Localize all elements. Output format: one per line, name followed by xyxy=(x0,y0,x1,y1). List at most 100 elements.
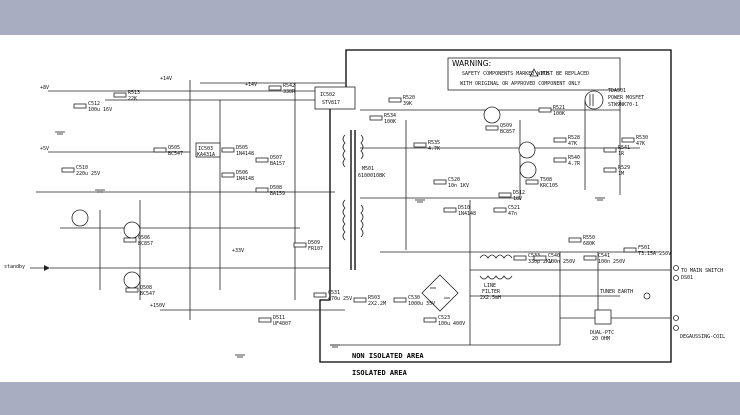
part-value: BC547 xyxy=(140,291,155,297)
standby-input: standby xyxy=(4,264,50,271)
part-ref: R513 xyxy=(128,90,140,96)
ground-symbols xyxy=(55,131,605,358)
part-ref: C520 xyxy=(448,177,460,183)
part-ref: D509 xyxy=(308,240,320,246)
part-ref: C523 xyxy=(438,315,450,321)
part-value: BA159 xyxy=(270,191,285,197)
part-ref: D505 xyxy=(236,145,248,151)
part-ref: T508 xyxy=(540,177,552,183)
non-isolated-label: NON ISOLATED AREA xyxy=(352,352,424,360)
part-value: 10n 1KV xyxy=(448,183,469,189)
part-value: 100u 400V xyxy=(438,321,465,327)
part-ref: C512 xyxy=(88,101,100,107)
part-ref: R503 xyxy=(368,295,380,301)
part-value: 100n 250V xyxy=(548,259,575,265)
warning-line1: SAFETY COMPONENTS MARKED WITH xyxy=(462,71,549,77)
part-value: BC547 xyxy=(168,151,183,157)
part-value: 330p 2KV xyxy=(528,259,552,265)
part-value: BC857 xyxy=(138,241,153,247)
warning-line1b: MUST BE REPLACED xyxy=(541,71,589,77)
transformer-part: 6100010BK xyxy=(358,173,385,179)
mosfet-tda501: TDA501 POWER MOSFET STW9NK70-1 xyxy=(584,88,644,110)
mosfet-part2: STW9NK70-1 xyxy=(608,102,638,108)
ic503-part: KA431A xyxy=(197,152,215,158)
part-ref: D506 xyxy=(236,170,248,176)
part-ref: C521 xyxy=(508,205,520,211)
rail-150v: +150V xyxy=(150,303,165,309)
part-value: 22K xyxy=(128,96,137,102)
part-ref: Q505 xyxy=(168,145,180,151)
part-value: 1000u 35V xyxy=(408,301,435,307)
warning-box xyxy=(447,57,621,91)
part-value: 100n 250V xyxy=(598,259,625,265)
part-ref: D510 xyxy=(458,205,470,211)
component-parts: R52039KR534100KR542330RR521100KR51322KR5… xyxy=(61,83,671,327)
posistor-label1: DUAL-PTC xyxy=(590,330,614,336)
line-filter: LINE FILTER 2X2.5mH xyxy=(479,254,513,301)
tuner-earth-area: TUNER EARTH DUAL-PTC 20 OHM xyxy=(590,289,651,342)
part-value: 47K xyxy=(568,141,577,147)
transistors xyxy=(71,106,537,289)
rail-5v: +5V xyxy=(40,146,49,152)
part-value: BA157 xyxy=(270,161,285,167)
part-value: 1M xyxy=(618,171,624,177)
ic502-part: STV817 xyxy=(322,100,340,106)
standby-label: standby xyxy=(4,264,25,270)
part-value: 100K xyxy=(384,119,396,125)
part-ref: C531 xyxy=(328,290,340,296)
part-ref: R521 xyxy=(553,105,565,111)
mains-label: TO MAIN SWITCH xyxy=(681,268,723,274)
posistor-label2: 20 OHM xyxy=(592,336,610,342)
top-background-band xyxy=(0,0,740,35)
schematic-sheet: WARNING: SAFETY COMPONENTS MARKED WITH M… xyxy=(0,35,740,382)
part-value: 330R xyxy=(283,89,296,95)
part-ref: R520 xyxy=(403,95,415,101)
part-value: 100u 16V xyxy=(88,107,112,113)
part-value: 4.7K xyxy=(428,146,440,152)
part-value: 470u 25V xyxy=(328,296,352,302)
rail-8v: +8V xyxy=(40,85,49,91)
mosfet-part1: POWER MOSFET xyxy=(608,95,644,101)
part-value: 47K xyxy=(636,141,645,147)
part-ref: C530 xyxy=(408,295,420,301)
part-value: T3.15A 250V xyxy=(638,251,671,257)
part-value: 680K xyxy=(583,241,595,247)
part-ref: D508 xyxy=(270,185,282,191)
part-value: BC857 xyxy=(500,129,515,135)
part-value: 1N4148 xyxy=(458,211,476,217)
part-ref: D507 xyxy=(270,155,282,161)
part-ref: R541 xyxy=(618,145,630,151)
part-value: 2X2.2M xyxy=(368,301,386,307)
ic502-optocoupler: IC502 STV817 xyxy=(314,86,356,110)
degaussing-label: DEGAUSSING-COIL xyxy=(680,334,725,340)
warning-triangle-icon xyxy=(529,68,539,77)
part-value: UF4007 xyxy=(273,321,291,327)
part-ref: Q509 xyxy=(500,123,512,129)
part-ref: R542 xyxy=(283,83,295,89)
part-value: 1R xyxy=(618,151,625,157)
warning-title: WARNING: xyxy=(452,59,491,68)
line-filter-label1: LINE xyxy=(484,283,496,289)
bridge-rectifier xyxy=(421,274,459,312)
rail-33v: +33V xyxy=(232,248,244,254)
part-value: 4.7R xyxy=(568,161,581,167)
part-ref: D512 xyxy=(513,190,525,196)
part-value: FR107 xyxy=(308,246,323,252)
